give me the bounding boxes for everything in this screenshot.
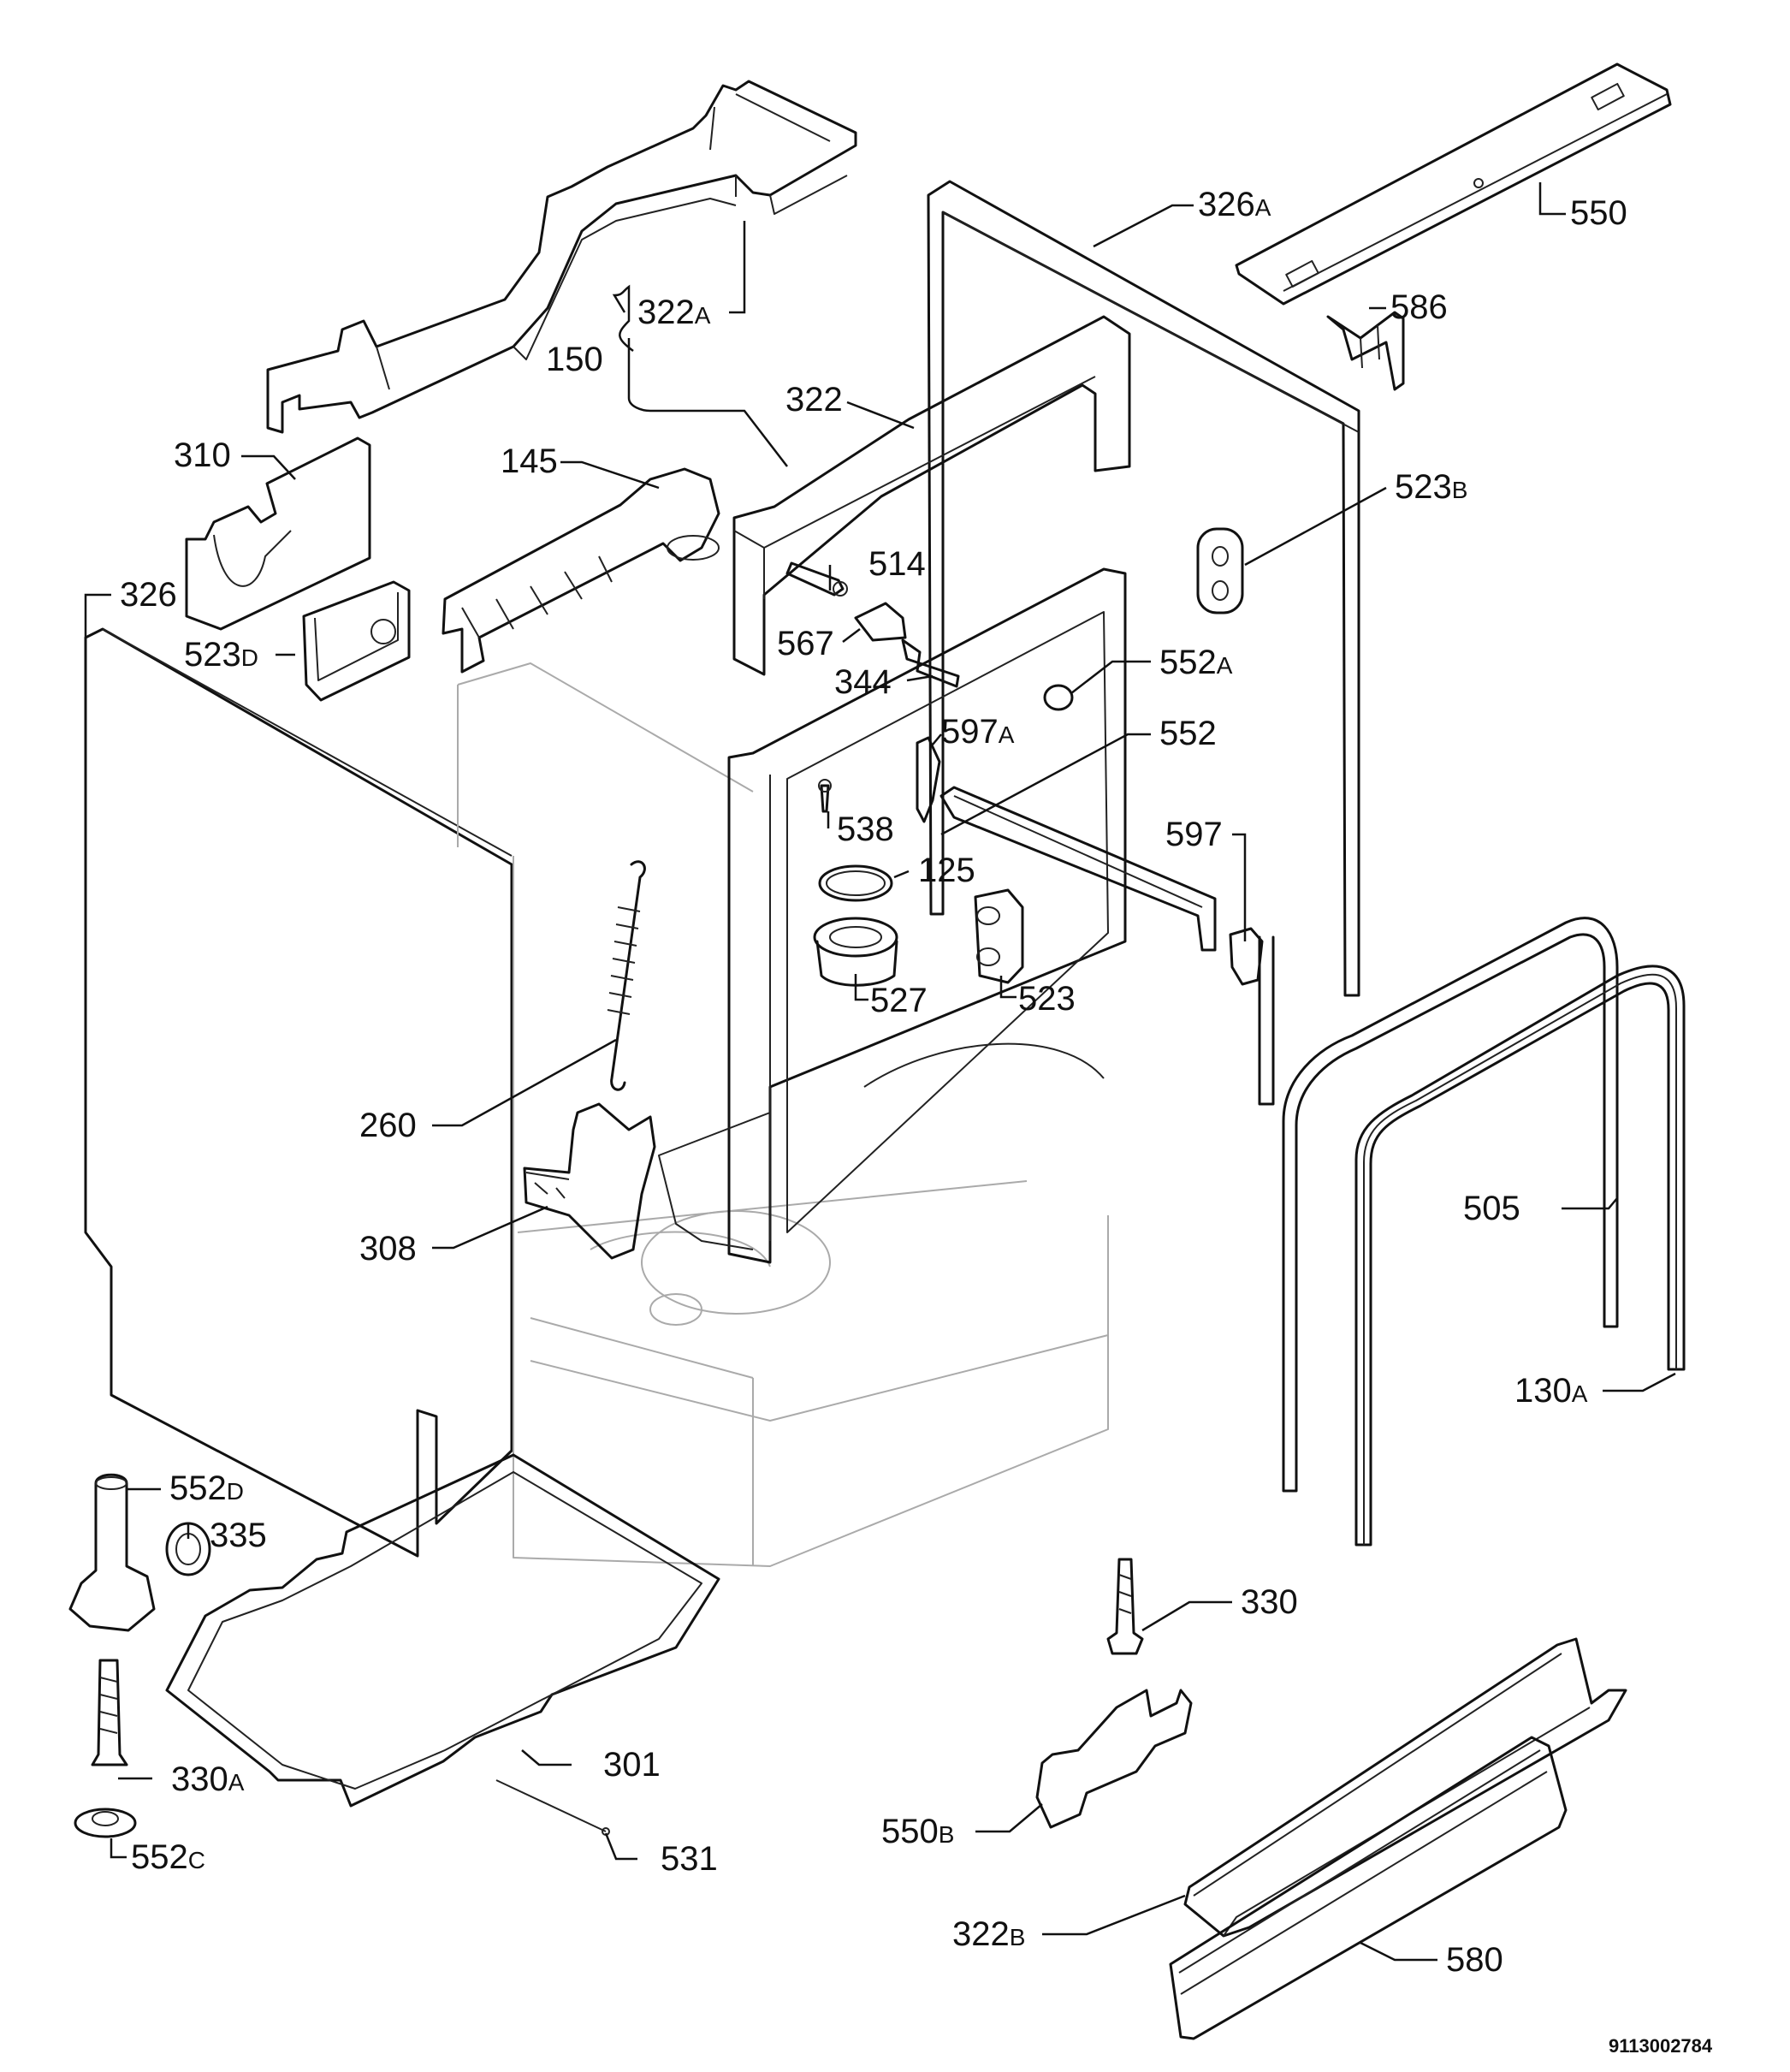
- part-550-top-strip: [1235, 62, 1672, 306]
- part-531-wire: [495, 1779, 610, 1836]
- callout-330a: 330A: [171, 1760, 245, 1798]
- part-505-door-seal: [1282, 917, 1619, 1493]
- callout-301: 301: [603, 1746, 661, 1784]
- part-301-base-tray: [165, 1453, 720, 1808]
- callout-597: 597: [1165, 816, 1223, 853]
- part-550b-bracket: [1035, 1689, 1193, 1829]
- callout-567: 567: [777, 625, 834, 662]
- part-326-side-panel: [84, 627, 513, 1558]
- part-586-bracket: [1326, 311, 1405, 391]
- callout-150: 150: [546, 341, 603, 378]
- part-580-rail: [1169, 1736, 1568, 2040]
- part-344-spring: [901, 638, 960, 688]
- callout-344: 344: [834, 663, 892, 701]
- callout-322: 322: [785, 381, 843, 419]
- callout-322b: 322B: [952, 1915, 1025, 1953]
- part-145-duct: [442, 467, 720, 674]
- callout-308: 308: [359, 1230, 417, 1268]
- part-523d-cap: [302, 580, 411, 702]
- callout-326: 326: [120, 576, 177, 614]
- part-552-rail: [939, 786, 1217, 952]
- part-125-seal-ring: [818, 864, 893, 902]
- part-326a-side-panel: [927, 180, 1360, 1106]
- callout-552a: 552A: [1159, 644, 1233, 681]
- part-523-fitting: [974, 888, 1024, 984]
- part-552a-knob: [1043, 684, 1074, 711]
- callout-310: 310: [174, 436, 231, 474]
- part-523b-grommet: [1196, 527, 1244, 614]
- callout-538: 538: [837, 810, 894, 848]
- part-322a-top-rail: [266, 80, 857, 434]
- callout-260: 260: [359, 1107, 417, 1144]
- callout-322a: 322A: [637, 294, 711, 331]
- part-552d-leg: [68, 1473, 156, 1632]
- callout-550: 550: [1570, 194, 1627, 232]
- leader-lines: [84, 182, 1676, 1962]
- callout-145: 145: [501, 442, 558, 480]
- tub-front-frame: [658, 567, 1127, 1264]
- part-330-bolt: [1106, 1558, 1144, 1655]
- part-310-cover: [185, 436, 371, 631]
- part-597-clip: [1229, 927, 1264, 986]
- part-597a-clip: [916, 736, 941, 823]
- callout-550b: 550B: [881, 1813, 954, 1850]
- callout-527: 527: [870, 982, 928, 1019]
- part-308-hinge: [523, 1102, 656, 1260]
- callout-326a: 326A: [1198, 186, 1271, 223]
- callout-514: 514: [868, 545, 926, 583]
- callout-335: 335: [210, 1517, 267, 1554]
- callout-523: 523: [1018, 980, 1076, 1018]
- part-538-screw: [818, 779, 832, 813]
- part-260-spring: [607, 860, 646, 1091]
- callout-586: 586: [1390, 288, 1448, 326]
- part-567-clip: [854, 602, 907, 642]
- part-130a-seal: [1354, 965, 1686, 1547]
- document-number: 9113002784: [1609, 2035, 1713, 2057]
- part-330a-bolt: [91, 1659, 128, 1766]
- callout-531: 531: [661, 1840, 718, 1878]
- callout-labels: 550 326A 586 322A 150 322 310 145 523B 3…: [120, 186, 1627, 1979]
- callout-597a: 597A: [941, 713, 1015, 751]
- callout-523b: 523B: [1395, 468, 1467, 506]
- callout-552d: 552D: [169, 1469, 244, 1507]
- callout-580: 580: [1446, 1941, 1503, 1979]
- part-552c-foot: [74, 1808, 137, 1838]
- callout-505: 505: [1463, 1190, 1520, 1227]
- callout-552: 552: [1159, 715, 1217, 752]
- callout-523d: 523D: [184, 636, 258, 674]
- callout-130a: 130A: [1514, 1372, 1588, 1410]
- callout-330: 330: [1241, 1583, 1298, 1621]
- callout-125: 125: [918, 852, 975, 889]
- tub-body: [457, 662, 1109, 1567]
- part-322-top-frame: [732, 315, 1131, 676]
- callout-552c: 552C: [131, 1838, 205, 1876]
